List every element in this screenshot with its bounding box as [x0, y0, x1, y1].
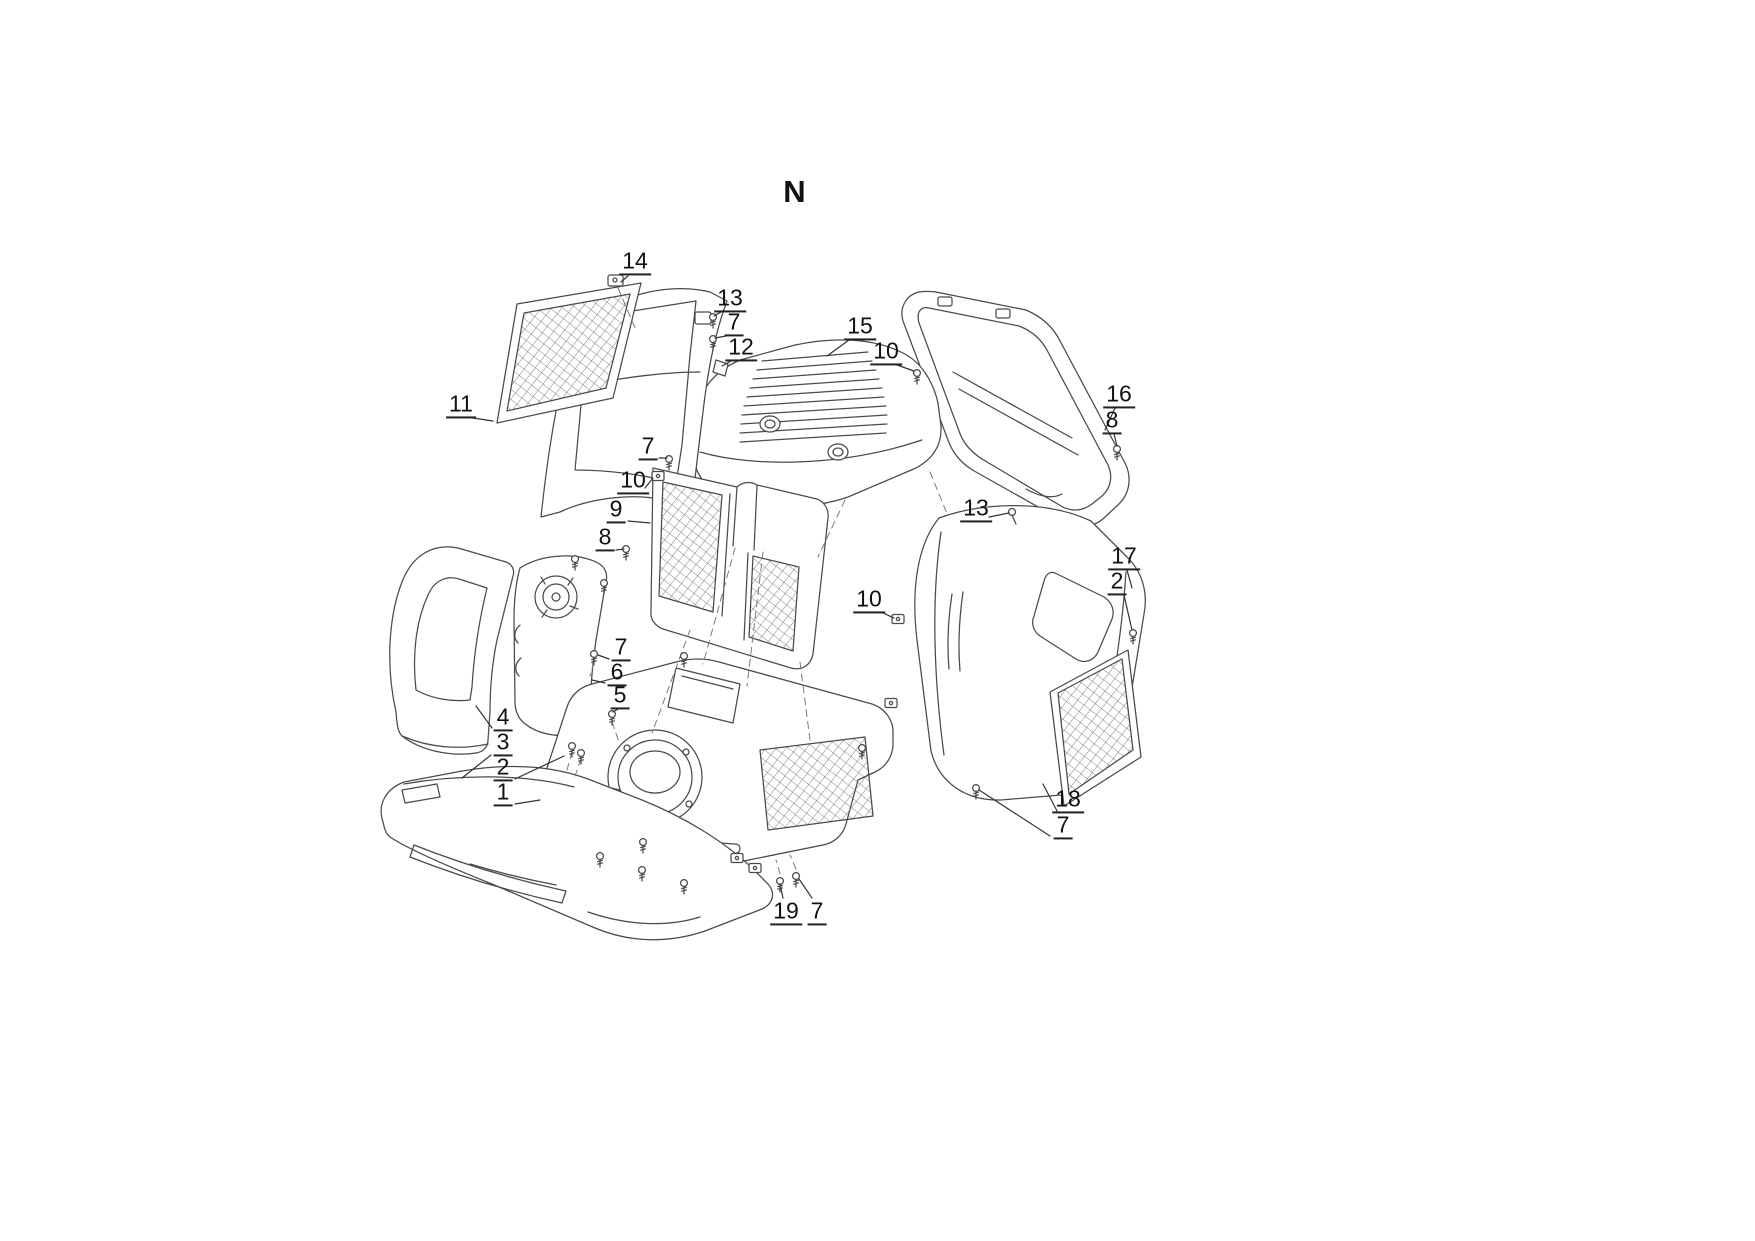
push-pin-13 [1007, 507, 1017, 525]
callout-18-24: 18 [1052, 786, 1084, 814]
leader-line-14-0 [620, 275, 629, 283]
leader-line-7-27 [798, 878, 813, 899]
callout-1-23: 1 [493, 779, 513, 807]
leader-line-9-11 [627, 520, 651, 524]
callout-9-11: 9 [606, 496, 626, 524]
callout-10-16: 10 [853, 586, 885, 614]
callout-15-4: 15 [844, 313, 876, 341]
leader-line-3-21 [461, 754, 492, 779]
part-front-grille [496, 274, 642, 424]
callout-8-13: 8 [595, 524, 615, 552]
part-rear-frame [901, 290, 1130, 527]
leader-line-6-18 [591, 679, 606, 684]
callout-12-3: 12 [725, 334, 757, 362]
leader-line-13-12 [988, 512, 1010, 518]
leader-lines [461, 275, 1133, 899]
assembly-dashed-lines [566, 287, 949, 875]
callout-7-2: 7 [724, 309, 744, 337]
callout-17-14: 17 [1108, 543, 1140, 571]
leader-line-11-8 [472, 417, 494, 422]
callout-10-5: 10 [870, 338, 902, 366]
callout-13-12: 13 [960, 495, 992, 523]
callout-7-25: 7 [1053, 812, 1073, 840]
part-front-bumper [380, 766, 774, 941]
leader-line-10-10 [644, 477, 654, 489]
leader-line-17-14 [1126, 569, 1133, 589]
figure-label: N [783, 174, 807, 209]
callout-7-17: 7 [611, 634, 631, 662]
bracket-12 [712, 359, 729, 377]
callout-2-22: 2 [493, 754, 513, 782]
part-side-grille-right [1049, 649, 1142, 807]
callout-7-27: 7 [807, 898, 827, 926]
callout-5-19: 5 [610, 682, 630, 710]
leader-line-8-7 [1113, 433, 1118, 447]
callout-7-9: 7 [638, 433, 658, 461]
leader-line-12-3 [721, 360, 732, 367]
leader-line-19-26 [779, 883, 784, 899]
callout-8-7: 8 [1102, 407, 1122, 435]
callout-14-0: 14 [619, 248, 651, 276]
leader-line-1-23 [514, 799, 541, 805]
part-engine-cover [691, 339, 942, 507]
leader-line-18-24 [1042, 783, 1058, 812]
callout-3-21: 3 [493, 729, 513, 757]
callout-6-18: 6 [607, 659, 627, 687]
leader-line-2-22 [514, 755, 565, 780]
leader-line-8-13 [615, 548, 625, 551]
callout-16-6: 16 [1103, 381, 1135, 409]
leader-line-7-2 [714, 335, 727, 339]
callout-4-20: 4 [493, 704, 513, 732]
leader-line-15-4 [826, 339, 850, 357]
clip-fasteners [651, 470, 1017, 874]
callout-2-15: 2 [1107, 568, 1127, 596]
leader-line-7-25 [978, 789, 1051, 837]
leader-line-16-6 [1104, 407, 1116, 431]
leader-line-7-17 [597, 654, 610, 660]
callout-19-26: 19 [770, 898, 802, 926]
part-hood-left [389, 546, 515, 755]
callout-11-8: 11 [446, 391, 476, 419]
leader-line-4-20 [475, 705, 493, 729]
leader-line-10-5 [896, 364, 915, 372]
callout-13-1: 13 [714, 285, 746, 313]
part-rear-panel [650, 467, 829, 670]
callout-10-10: 10 [617, 467, 649, 495]
leader-line-13-1 [713, 311, 722, 317]
leader-line-2-15 [1123, 594, 1133, 631]
